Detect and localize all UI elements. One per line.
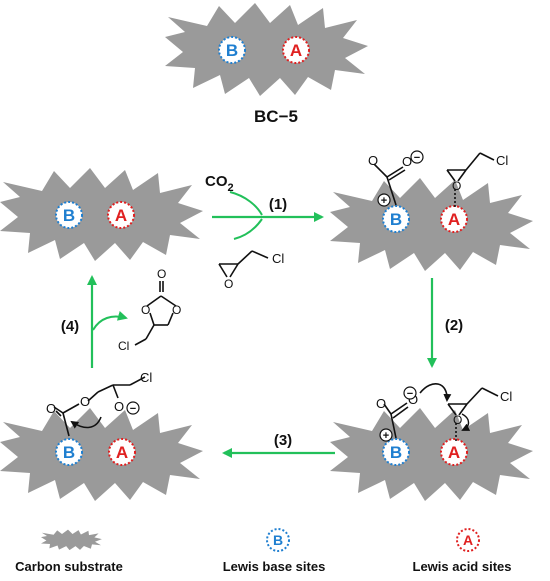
base-site-letter: B	[63, 443, 75, 462]
lewis-acid-site	[108, 438, 136, 466]
step4-label: (4)	[61, 318, 79, 335]
catalyst-label: BC−5	[254, 107, 298, 126]
oxygen-label: O	[376, 396, 386, 411]
oxygen-label: O	[141, 303, 150, 317]
co2-adduct-top-right	[373, 163, 406, 206]
catalyst-bottom-left: B A	[0, 408, 203, 501]
oxygen-label: O	[157, 267, 166, 281]
step1-label: (1)	[269, 196, 287, 213]
co2-adduct-bottom-right	[383, 402, 409, 439]
base-site-letter: B	[390, 443, 402, 462]
legend-base-letter: B	[273, 532, 283, 548]
oxygen-label: O	[114, 399, 124, 414]
base-site-letter: B	[390, 210, 402, 229]
lewis-base-site	[382, 438, 410, 466]
cyclic-carbonate-product	[134, 281, 177, 346]
lewis-acid-site	[107, 201, 135, 229]
legend-base-label: Lewis base sites	[223, 559, 326, 574]
carbon-substrate-shape	[165, 3, 368, 96]
oxygen-label: O	[402, 154, 412, 169]
oxygen-label: O	[453, 413, 462, 427]
catalyst-bottom-right: B A	[330, 408, 533, 501]
plus-sign: +	[381, 195, 387, 207]
cyclization-arrow	[70, 416, 102, 429]
legend: Carbon substrate B Lewis base sites A Le…	[15, 528, 512, 574]
product-release-curve	[92, 310, 128, 331]
chlorine-label: Cl	[140, 370, 152, 385]
acid-site-letter: A	[115, 206, 127, 225]
lewis-base-site	[55, 438, 83, 466]
legend-carbon-label: Carbon substrate	[15, 559, 123, 574]
oxygen-label: O	[224, 277, 233, 291]
negative-charge	[410, 150, 424, 164]
catalyst-top-right: B A	[330, 178, 533, 271]
positive-charge	[377, 193, 391, 207]
lewis-acid-site	[440, 205, 468, 233]
negative-charge	[403, 386, 417, 400]
negative-charge	[126, 401, 140, 415]
co2-input-curve	[229, 191, 263, 216]
chlorine-label: Cl	[500, 389, 512, 404]
epichlorohydrin-bound-bottom-right	[447, 387, 499, 441]
catalyst-top-left: B A	[0, 168, 203, 261]
epichlorohydrin-reagent	[218, 250, 269, 278]
lewis-acid-site	[282, 36, 310, 64]
chlorine-label: Cl	[118, 339, 129, 353]
minus-sign: −	[130, 403, 136, 415]
catalyst-bc5: B A	[165, 3, 368, 96]
positive-charge	[379, 428, 393, 442]
oxygen-label: O	[46, 401, 56, 416]
acid-site-letter: A	[448, 210, 460, 229]
minus-sign: −	[414, 152, 420, 164]
step3-label: (3)	[274, 432, 292, 449]
oxygen-label: O	[368, 153, 378, 168]
lewis-base-site	[382, 205, 410, 233]
chlorine-label: Cl	[272, 251, 284, 266]
oxygen-label: O	[80, 394, 90, 409]
lewis-base-site	[55, 201, 83, 229]
epoxide-input-curve	[233, 218, 263, 240]
oxygen-label: O	[452, 179, 461, 193]
legend-carbon-swatch	[41, 529, 102, 551]
minus-sign: −	[407, 388, 413, 400]
base-site-letter: B	[226, 41, 238, 60]
legend-acid-letter: A	[463, 532, 473, 548]
acid-site-letter: A	[448, 443, 460, 462]
acid-site-letter: A	[290, 41, 302, 60]
alkoxide-intermediate-bottom-left	[53, 376, 146, 437]
legend-acid-swatch	[456, 528, 480, 552]
legend-base-swatch	[266, 528, 290, 552]
plus-sign: +	[383, 430, 389, 442]
base-site-letter: B	[63, 206, 75, 225]
lewis-base-site	[218, 36, 246, 64]
lewis-acid-site	[440, 438, 468, 466]
epichlorohydrin-bound-top-right	[446, 152, 495, 208]
co2-label: CO2	[205, 173, 234, 194]
oxygen-label: O	[172, 303, 181, 317]
step2-label: (2)	[445, 317, 463, 334]
chlorine-label: Cl	[496, 153, 508, 168]
acid-site-letter: A	[116, 443, 128, 462]
attack-arrow	[419, 383, 452, 402]
legend-acid-label: Lewis acid sites	[413, 559, 512, 574]
ring-opening-arrow	[461, 413, 471, 431]
oxygen-label: O	[408, 392, 418, 407]
